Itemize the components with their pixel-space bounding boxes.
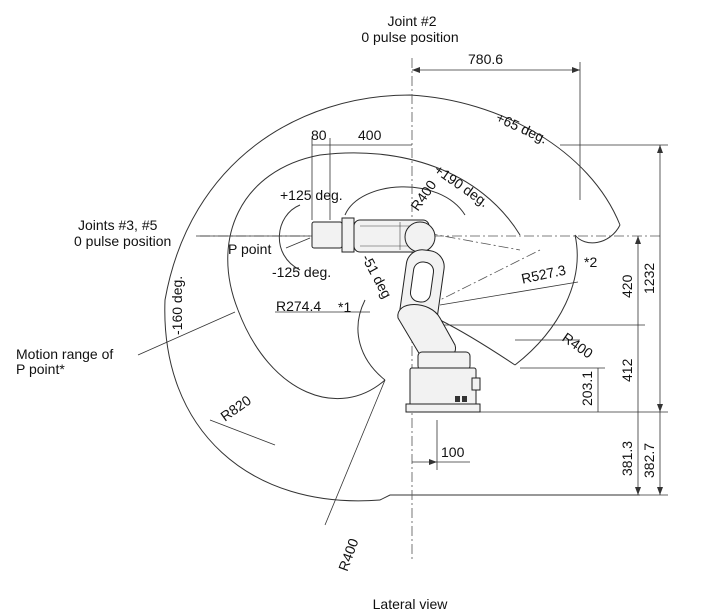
dim-203-1: 203.1 [579, 370, 595, 406]
upper-arm-cover [409, 261, 435, 303]
motion-range-label-line2: P point* [16, 361, 65, 377]
arrow-100-left [429, 459, 437, 465]
joints35-label-line2: 0 pulse position [74, 233, 172, 249]
star2-label: *2 [584, 254, 598, 270]
mid-envelope-lower [237, 309, 386, 400]
wrist-joint [341, 217, 355, 253]
arrow-381-bottom [635, 487, 641, 495]
arrow-780-left [412, 67, 420, 73]
r400-bottom-leader [324, 379, 386, 526]
inner-envelope-arc [514, 234, 578, 366]
dim-382-7: 382.7 [641, 442, 657, 478]
arrow-1232-top [657, 145, 663, 153]
p-point-leader [285, 237, 311, 249]
joint2-label-line1: Joint #2 [387, 13, 437, 29]
arm-centerline-down [429, 249, 541, 306]
robot-arm [311, 217, 481, 413]
outer-envelope-arc [164, 94, 621, 502]
arrow-382-bottom [657, 487, 663, 495]
dim-381-3: 381.3 [619, 440, 635, 476]
dim-420: 420 [619, 274, 635, 298]
flange [311, 221, 343, 249]
inner-small-arc [357, 299, 386, 381]
base-connector [471, 377, 481, 391]
outer-envelope-bottom [379, 494, 640, 501]
minus-125-deg-label: -125 deg. [272, 264, 332, 280]
motion-range-leader [137, 311, 236, 356]
star1-label: *1 [338, 299, 352, 315]
arrow-1232-bottom [657, 404, 663, 412]
mid-envelope-arc [227, 152, 521, 311]
arrow-420-top [635, 236, 641, 244]
motion-range-label-line1: Motion range of [16, 346, 114, 362]
dim-80: 80 [311, 127, 327, 143]
dim-412: 412 [619, 358, 635, 382]
plus-125-deg-label: +125 deg. [280, 187, 343, 203]
wrist-arc [278, 204, 301, 271]
elbow-joint [404, 221, 436, 253]
r274-4-label: R274.4 [276, 298, 322, 314]
arrow-780-right [572, 67, 580, 73]
base-column [417, 351, 471, 371]
joints35-label-line1: Joints #3, #5 [78, 217, 158, 233]
dim-100: 100 [441, 444, 465, 460]
r527-leader [439, 281, 579, 306]
p-point-label: P point [228, 241, 272, 257]
dim-780-6: 780.6 [468, 51, 504, 67]
dim-1232: 1232 [641, 262, 657, 294]
outer-envelope-right-hook [574, 224, 621, 244]
r820-leader [209, 419, 276, 446]
joint2-label-line2: 0 pulse position [361, 29, 459, 45]
base-plate [405, 403, 481, 413]
minus-160-deg-label: -160 deg. [169, 275, 185, 335]
top-r400-arc [344, 186, 466, 216]
dim-400-top: 400 [358, 127, 382, 143]
lateral-view-caption: Lateral view [372, 596, 448, 612]
